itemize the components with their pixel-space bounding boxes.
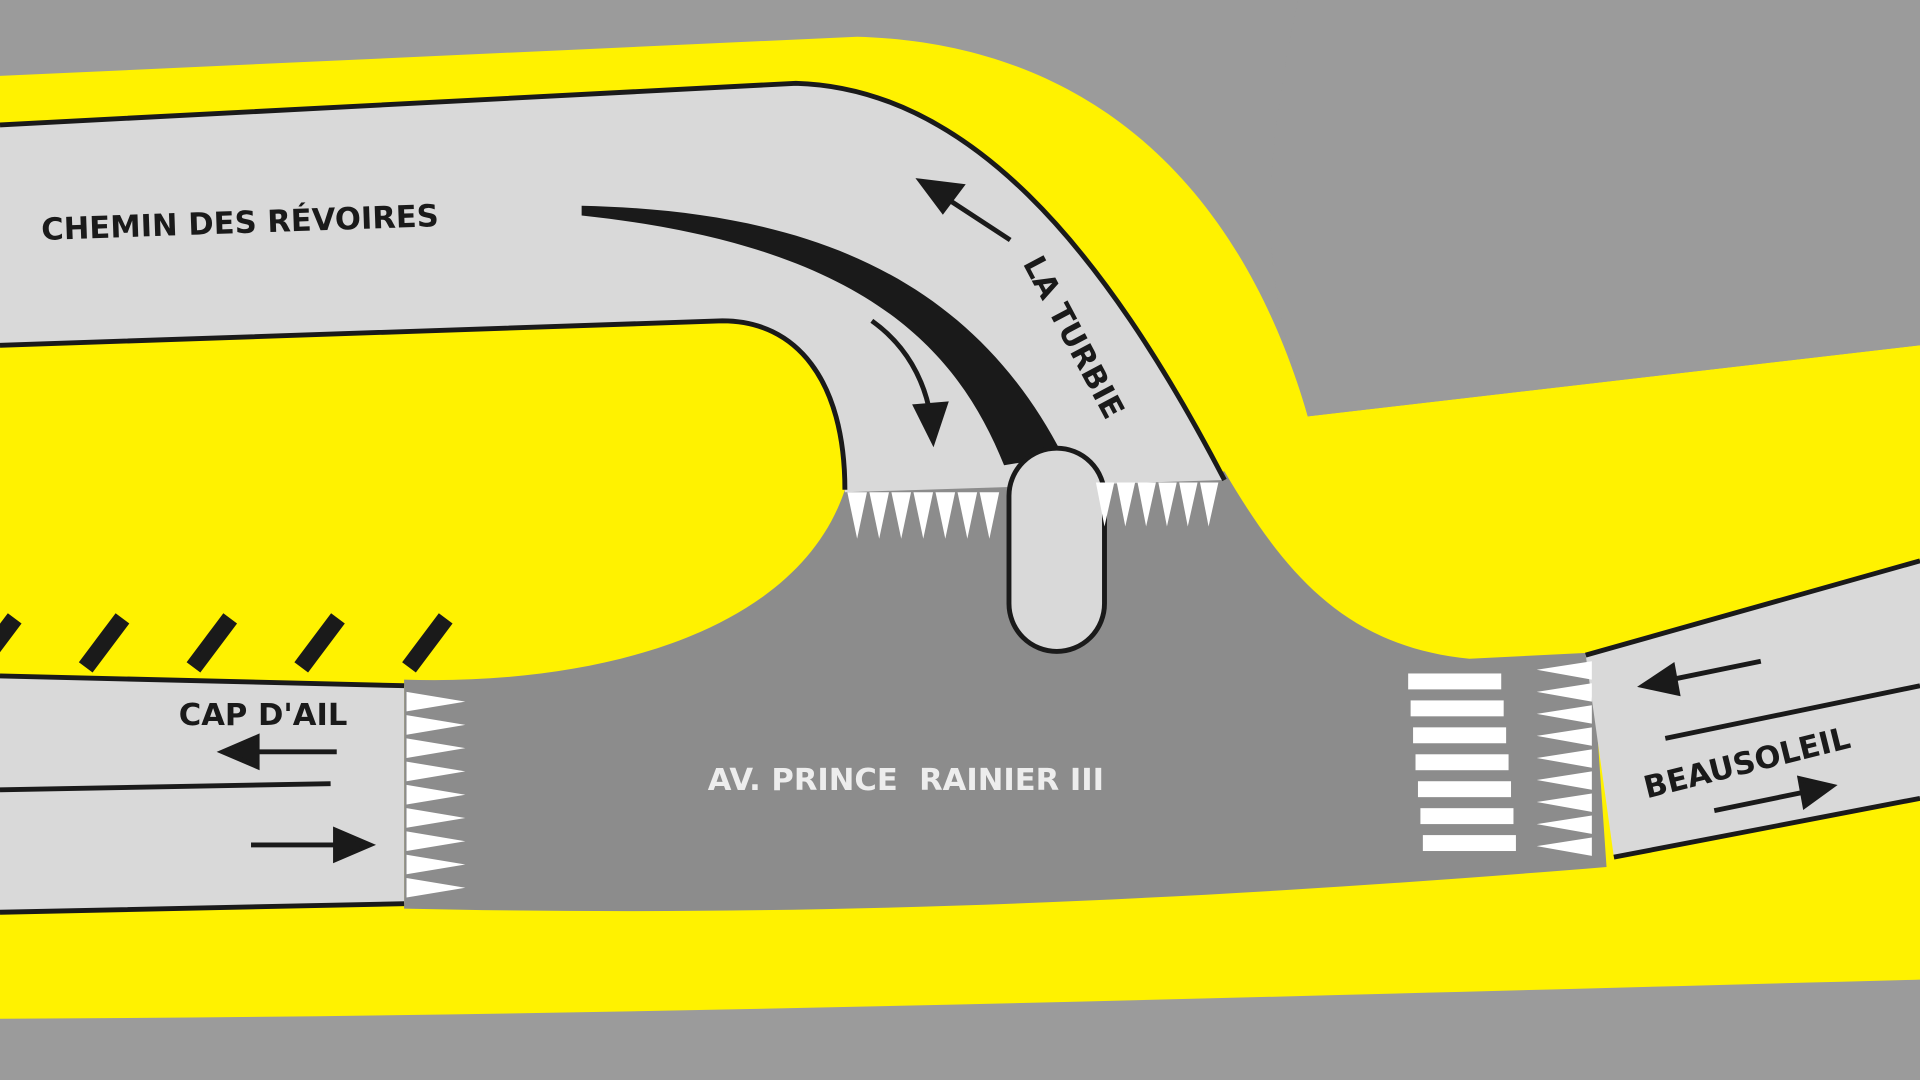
yield-tooth bbox=[891, 492, 912, 539]
yield-teeth-left bbox=[406, 691, 466, 898]
crosswalk-bar bbox=[1410, 700, 1504, 717]
yield-tooth bbox=[1536, 749, 1592, 768]
yield-tooth bbox=[1536, 837, 1592, 856]
crosswalk-bar bbox=[1408, 673, 1502, 690]
hatch-stripe bbox=[402, 613, 453, 673]
yield-tooth bbox=[847, 492, 867, 539]
yield-teeth-top bbox=[847, 482, 1219, 539]
yield-tooth bbox=[1536, 705, 1592, 724]
road-chemin-des-revoires bbox=[0, 83, 1225, 493]
road-edge-bottom bbox=[0, 318, 848, 490]
yield-tooth bbox=[406, 761, 466, 782]
yield-tooth bbox=[406, 877, 466, 898]
hatch-stripes bbox=[0, 613, 453, 673]
hatch-stripe bbox=[78, 613, 130, 673]
crosswalk-bar bbox=[1417, 781, 1512, 798]
crosswalk-bar bbox=[1415, 754, 1509, 771]
yield-tooth bbox=[406, 715, 466, 735]
crosswalk-bar bbox=[1420, 808, 1514, 825]
avenue-area bbox=[404, 471, 1607, 912]
yield-tooth bbox=[1536, 727, 1592, 746]
yield-tooth bbox=[913, 492, 934, 539]
gray-top-right-block bbox=[1270, 0, 1920, 417]
hatch-stripe bbox=[186, 613, 238, 673]
yield-tooth bbox=[406, 808, 466, 828]
crosswalk-bar bbox=[1422, 835, 1516, 852]
yield-tooth bbox=[1179, 482, 1198, 527]
yield-teeth-right bbox=[1536, 661, 1592, 856]
road-edge-top bbox=[0, 80, 1227, 482]
yield-tooth bbox=[406, 738, 466, 758]
road-cap-dail bbox=[0, 675, 405, 913]
yield-tooth bbox=[957, 492, 978, 539]
label-av-prince-rainier-iii: AV. PRINCE RAINIER III bbox=[708, 763, 1104, 798]
yield-tooth bbox=[406, 854, 466, 875]
hatch-stripe bbox=[0, 613, 22, 653]
crosswalk-bar bbox=[1413, 727, 1507, 744]
yield-tooth bbox=[1536, 793, 1592, 812]
yield-tooth bbox=[1536, 815, 1592, 834]
yield-tooth bbox=[406, 831, 466, 852]
label-cap-dail: CAP D'AIL bbox=[179, 698, 348, 733]
yield-tooth bbox=[1536, 661, 1592, 680]
hatch-stripe bbox=[294, 613, 345, 673]
arrow-icon bbox=[1637, 658, 1838, 814]
yield-tooth bbox=[1116, 482, 1136, 527]
crosswalk bbox=[1408, 673, 1516, 852]
arrow-icon bbox=[216, 733, 377, 864]
yield-tooth bbox=[1137, 482, 1156, 527]
road-edges-left bbox=[0, 673, 405, 915]
yield-tooth bbox=[1536, 683, 1592, 702]
arrow-icon bbox=[870, 178, 1012, 448]
yield-tooth bbox=[406, 784, 466, 805]
road-beausoleil bbox=[1585, 560, 1920, 858]
road-edges-right bbox=[1585, 558, 1920, 860]
traffic-island bbox=[1006, 445, 1107, 654]
yield-tooth bbox=[1200, 482, 1219, 527]
yield-tooth bbox=[979, 492, 1000, 539]
yield-tooth bbox=[1536, 771, 1592, 790]
yield-tooth bbox=[869, 492, 889, 539]
yield-tooth bbox=[406, 691, 466, 712]
turn-lane-swoosh bbox=[581, 205, 1063, 466]
yield-tooth bbox=[935, 492, 956, 539]
yield-tooth bbox=[1095, 482, 1115, 527]
yield-tooth bbox=[1158, 482, 1177, 527]
